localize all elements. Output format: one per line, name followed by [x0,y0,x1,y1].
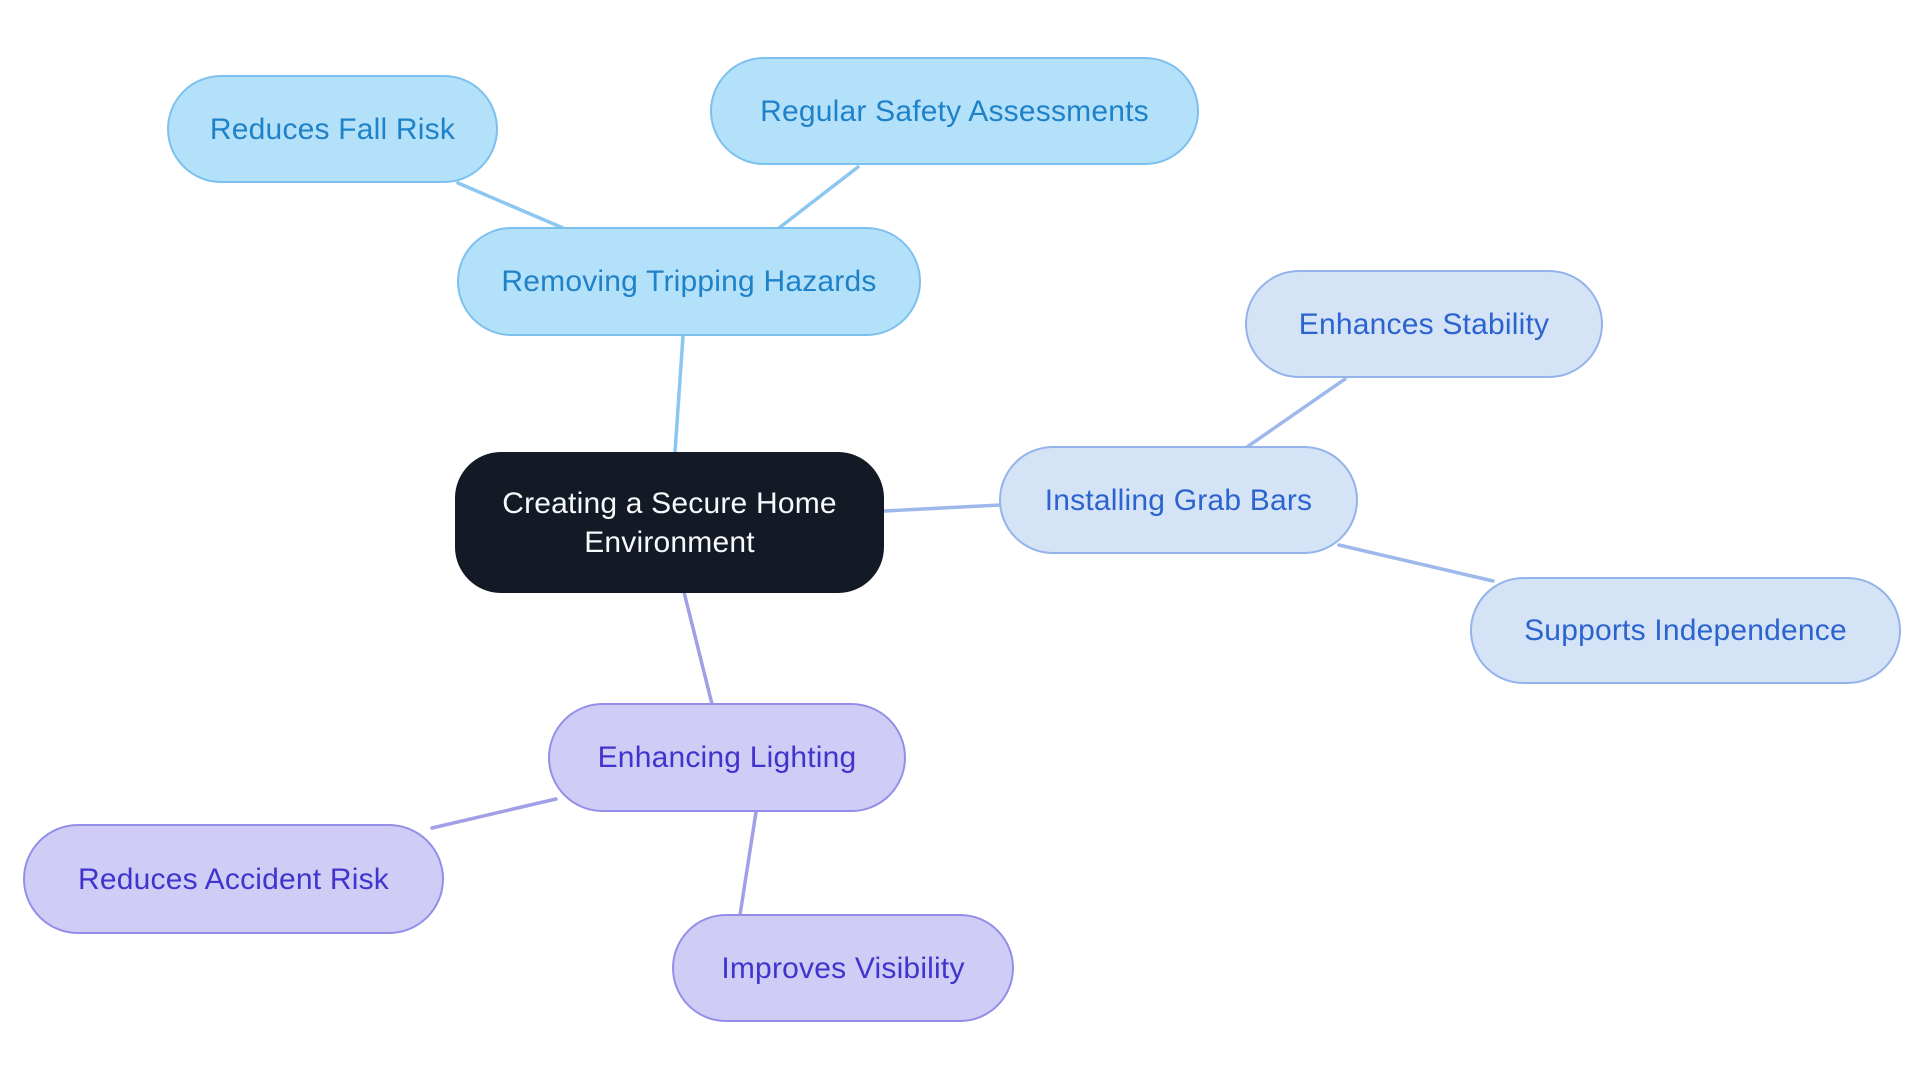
edge-center-to-installing-grab-bars [882,503,1002,513]
child-node-regular-safety-assessments[interactable]: Regular Safety Assessments [710,57,1199,165]
node-label: Installing Grab Bars [1044,483,1313,517]
branch-node-removing-tripping-hazards[interactable]: Removing Tripping Hazards [457,227,921,336]
edge-removing-to-regular-safety-assessments [777,165,860,230]
node-label: Regular Safety Assessments [760,94,1149,128]
edge-removing-to-reduces-fall-risk [456,181,565,230]
branch-node-installing-grab-bars[interactable]: Installing Grab Bars [999,446,1358,554]
child-node-reduces-accident-risk[interactable]: Reduces Accident Risk [23,824,444,934]
edge-installing-to-enhances-stability [1245,377,1347,449]
edge-lighting-to-improves-visibility [738,810,758,917]
node-label: Supports Independence [1524,614,1847,647]
edge-installing-to-supports-independence [1337,543,1495,583]
edge-center-to-enhancing-lighting [682,590,714,706]
child-node-enhances-stability[interactable]: Enhances Stability [1245,270,1603,378]
child-node-supports-independence[interactable]: Supports Independence [1470,577,1901,684]
central-node[interactable]: Creating a Secure Home Environment [455,452,884,593]
node-label: Enhances Stability [1298,307,1550,341]
node-label: Reduces Accident Risk [77,862,389,896]
node-label: Reduces Fall Risk [209,112,456,146]
branch-node-enhancing-lighting[interactable]: Enhancing Lighting [548,703,906,812]
child-node-improves-visibility[interactable]: Improves Visibility [672,914,1014,1022]
central-node-label: Creating a Secure Home Environment [502,486,837,559]
node-label: Enhancing Lighting [597,741,857,774]
child-node-reduces-fall-risk[interactable]: Reduces Fall Risk [167,75,498,183]
node-label: Removing Tripping Hazards [501,265,877,298]
node-label: Improves Visibility [721,951,965,985]
edge-lighting-to-reduces-accident-risk [430,797,558,830]
edge-center-to-removing-tripping-hazards [673,334,685,454]
